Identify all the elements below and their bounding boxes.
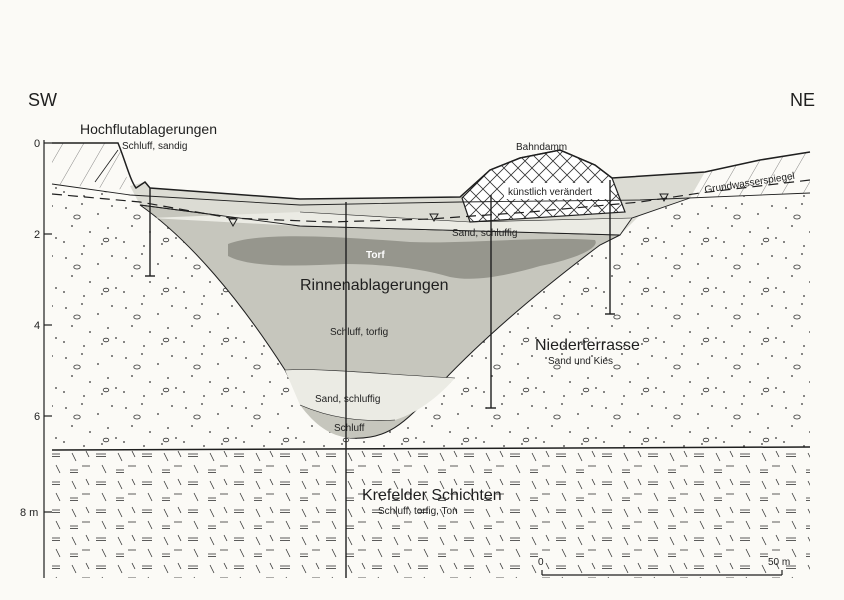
layer-schluff-bottom bbox=[300, 405, 395, 438]
layer-sand-upper bbox=[150, 212, 632, 235]
scale-end: 50 m bbox=[768, 557, 790, 568]
depth-tick-8: 8 m bbox=[20, 507, 38, 519]
layer-torf bbox=[228, 236, 596, 279]
label-niederterrasse-sub: Sand und Kies bbox=[548, 356, 613, 367]
water-level-markers bbox=[228, 193, 669, 228]
orientation-ne: NE bbox=[790, 90, 815, 110]
label-hochflut: Hochflutablagerungen bbox=[80, 121, 217, 137]
label-schluff-torfig: Schluff, torfig bbox=[330, 327, 388, 338]
label-schluff: Schluff bbox=[334, 423, 365, 434]
bahndamm-label-box bbox=[504, 183, 610, 199]
layer-krefelder-schichten bbox=[52, 447, 810, 578]
label-krefelder-sub: Schluff, torfig, Ton bbox=[378, 506, 458, 517]
boreholes bbox=[145, 180, 615, 578]
layer-sand-lower bbox=[285, 369, 455, 421]
label-rinnenablagerungen: Rinnenablagerungen bbox=[300, 277, 449, 294]
label-krefelder: Krefelder Schichten bbox=[362, 487, 502, 504]
label-hochflut-sub: Schluff, sandig bbox=[122, 141, 187, 152]
label-kuenstlich: künstlich verändert bbox=[508, 187, 592, 198]
label-torf: Torf bbox=[366, 250, 385, 261]
depth-tick-0: 0 bbox=[34, 138, 40, 150]
label-bahndamm: Bahndamm bbox=[516, 142, 567, 153]
depth-axis: 0 2 4 6 8 m bbox=[20, 138, 52, 578]
depth-tick-6: 6 bbox=[34, 411, 40, 423]
scale-bar: 0 50 m bbox=[538, 557, 790, 576]
label-sand-lower: Sand, schluffig bbox=[315, 394, 380, 405]
layer-hochflut-left bbox=[52, 143, 130, 190]
depth-tick-4: 4 bbox=[34, 320, 40, 332]
ground-surface bbox=[52, 142, 811, 200]
layer-hochflut-right bbox=[690, 152, 810, 198]
groundwater-table bbox=[51, 179, 811, 223]
depth-tick-2: 2 bbox=[34, 229, 40, 241]
scale-start: 0 bbox=[538, 557, 544, 568]
label-sand-upper: Sand, schluffig bbox=[452, 228, 517, 239]
orientation-sw: SW bbox=[28, 90, 57, 110]
label-niederterrasse: Niederterrasse bbox=[535, 337, 640, 354]
